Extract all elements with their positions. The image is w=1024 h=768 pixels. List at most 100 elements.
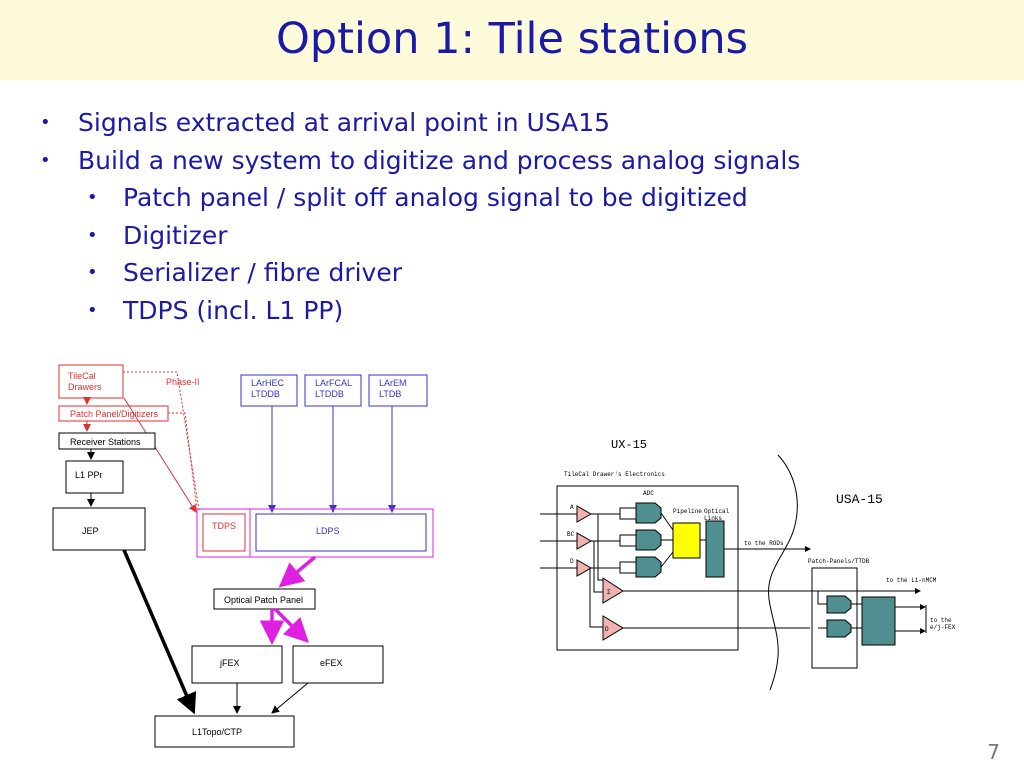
adc-block-d — [635, 556, 662, 578]
arrow-optical-to-efex — [273, 607, 309, 643]
wire-a-sum — [597, 514, 603, 581]
amplifier-a-icon — [576, 505, 593, 523]
sum-sigma-label: Σ — [607, 589, 611, 596]
jfex-label: jFEX — [219, 658, 240, 668]
d-amplifier-icon — [602, 615, 624, 641]
sub-bullet-item: • Patch panel / split off analog signal t… — [40, 179, 800, 217]
l1-ppr-label: L1 PPr — [75, 470, 103, 480]
arrow-ldps-to-optical — [278, 555, 317, 588]
ldps-box: LDPS — [255, 513, 427, 552]
page-number: 7 — [987, 740, 1000, 764]
adc-block-a — [635, 502, 662, 524]
amplifier-bc-icon — [576, 532, 593, 550]
bullet-dot-icon: • — [40, 112, 51, 133]
efex-box: eFEX — [292, 645, 384, 684]
arrow-efex-to-topo — [271, 682, 309, 714]
bullet-list: • Signals extracted at arrival point in U… — [40, 104, 800, 329]
bullet-text: Serializer / fibre driver — [123, 258, 403, 287]
wire-adc-a-pipe — [660, 512, 674, 531]
phase-ii-label: Phase-II — [166, 377, 200, 387]
patch-panels-ttdb-box — [811, 567, 858, 669]
patch-panel-digitizers-label: Patch Panel/Digitizers — [70, 409, 159, 419]
tdps-label: TDPS — [212, 521, 236, 531]
optical-patch-panel-label: Optical Patch Panel — [224, 595, 303, 605]
arrow-jep-to-topo — [122, 549, 197, 715]
efex-label: eFEX — [320, 658, 343, 668]
patch-adc-top — [826, 595, 852, 614]
sub-bullet-item: • TDPS (incl. L1 PP) — [40, 292, 800, 330]
bullet-dot-icon: • — [87, 262, 98, 283]
wire-d-sum — [589, 568, 603, 628]
wire-d-lo — [619, 568, 636, 574]
cavern-boundary-curve — [768, 454, 798, 691]
l1topo-ctp-label: L1Topo/CTP — [192, 727, 242, 737]
patch-panels-ttdb-label: Patch-Panels/TTDB — [808, 558, 870, 565]
channel-a-label: A — [570, 504, 574, 511]
wire-bc-hi — [591, 534, 636, 542]
channel-bc-label: BC — [567, 531, 575, 538]
receiver-stations-box: Receiver Stations — [58, 432, 156, 450]
usa15-label: USA-15 — [836, 492, 883, 507]
arrow-to-tdps — [123, 397, 197, 513]
pipeline-block — [672, 522, 701, 559]
drawer-electronics-label: TileCal Drawer's Electronics — [564, 471, 665, 478]
l1topo-ctp-box: L1Topo/CTP — [154, 715, 295, 748]
sub-bullet-item: • Digitizer — [40, 217, 800, 255]
bullet-text: Signals extracted at arrival point in US… — [78, 108, 611, 137]
wire-bc-lo — [619, 541, 636, 547]
bullet-text: Patch panel / split off analog signal to… — [123, 183, 748, 212]
wire-a-lo — [619, 514, 636, 520]
bullet-item: • Signals extracted at arrival point in U… — [40, 104, 800, 142]
pipeline-label: Pipeline — [673, 508, 702, 515]
amplifier-d-icon — [576, 559, 593, 577]
patch-adc-bottom — [826, 619, 852, 638]
optical-links-block — [705, 520, 725, 578]
sub-bullet-item: • Serializer / fibre driver — [40, 254, 800, 292]
adc-label: ADC — [643, 490, 654, 497]
sum-d-label: D — [605, 626, 609, 633]
jfex-box: jFEX — [191, 645, 283, 684]
wire-adc-d-pipe — [660, 551, 674, 568]
ttdb-processor-block — [861, 596, 896, 646]
ldps-label: LDPS — [316, 526, 340, 536]
wire-patch-sum — [817, 591, 827, 605]
bullet-dot-icon: • — [87, 299, 98, 321]
to-l1-mcm-label: to the L1-nMCM — [886, 577, 937, 584]
dashed-patch-to-tdps — [168, 412, 198, 511]
wire-a-hi — [591, 507, 636, 515]
adc-block-bc — [635, 529, 662, 551]
title-band — [0, 0, 1024, 80]
bullet-dot-icon: • — [40, 149, 51, 171]
bullet-dot-icon: • — [87, 224, 98, 246]
to-rods-label: to the RODs — [744, 540, 784, 547]
bullet-text: TDPS (incl. L1 PP) — [123, 295, 344, 325]
wire-bc-sum — [593, 541, 603, 593]
l1-ppr-box: L1 PPr — [65, 460, 124, 494]
slide-title: Option 1: Tile stations — [275, 14, 749, 64]
bullet-text: Build a new system to digitize and proce… — [78, 145, 801, 175]
ux15-label: UX-15 — [611, 438, 647, 452]
receiver-stations-label: Receiver Stations — [70, 437, 141, 447]
optical-patch-panel-box: Optical Patch Panel — [213, 588, 316, 610]
channel-d-label: D — [570, 558, 574, 565]
bullet-item: • Build a new system to digitize and proc… — [40, 142, 800, 180]
jep-box: JEP — [52, 507, 146, 551]
dashed-phase2-to-tdps — [123, 371, 200, 511]
jep-label: JEP — [82, 526, 99, 536]
bullet-text: Digitizer — [123, 220, 228, 250]
bullet-dot-icon: • — [87, 187, 98, 208]
tdps-box: TDPS — [202, 513, 246, 552]
wire-d-hi — [591, 561, 636, 569]
